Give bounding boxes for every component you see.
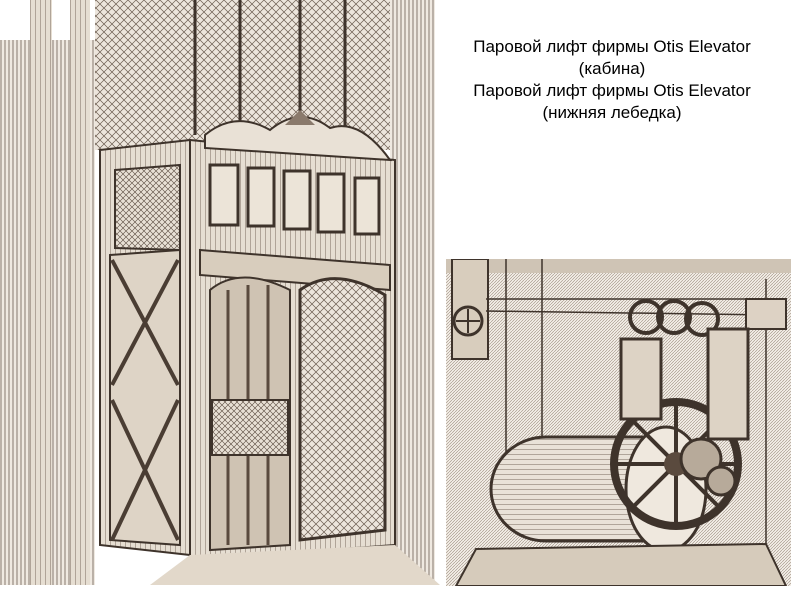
caption-line-4: (нижняя лебедка): [542, 103, 682, 122]
steam-winch-engraving: [446, 259, 791, 586]
caption-line-2: (кабина): [578, 59, 646, 78]
elevator-cabin-icon: [0, 0, 440, 585]
caption-block: Паровой лифт фирмы Otis Elevator (кабина…: [432, 36, 792, 124]
steam-winch-icon: [446, 259, 791, 586]
caption-line-3: Паровой лифт фирмы Otis Elevator: [473, 81, 751, 100]
caption-line-1: Паровой лифт фирмы Otis Elevator: [473, 37, 751, 56]
elevator-cabin-engraving: [0, 0, 440, 585]
